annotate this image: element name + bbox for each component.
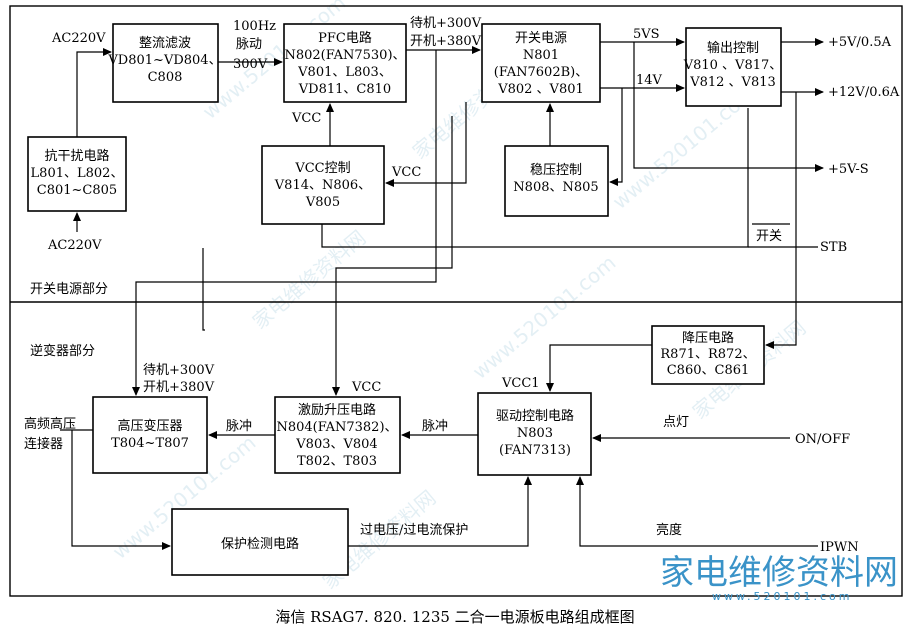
label-on-380v: 开机+380V — [410, 34, 482, 49]
label-100hz: 100Hz — [233, 19, 276, 34]
label-protect-signal: 过电压/过电流保护 — [360, 523, 468, 538]
label-stb: STB — [820, 240, 847, 255]
label-vcc-pfc: VCC — [291, 111, 321, 126]
label-on-off: ON/OFF — [795, 432, 850, 447]
label-standby-300v-b: 待机+300V — [143, 363, 215, 378]
label-14v: 14V — [636, 73, 663, 88]
signal-labels: AC220V AC220V 100Hz 脉动 300V 待机+300V 开机+3… — [24, 16, 900, 555]
label-pulse-top: 脉动 — [236, 37, 262, 52]
label-ipwn: IPWN — [820, 540, 859, 555]
label-hf-connector-2: 连接器 — [24, 436, 63, 452]
watermark-url: www.520101.com — [468, 250, 621, 383]
label-ac220v-top: AC220V — [51, 31, 106, 46]
outer-frame — [9, 5, 903, 597]
label-pulse-a: 脉冲 — [226, 419, 252, 434]
site-logo: 家电维修资料网 www.520101.com — [660, 553, 898, 603]
label-300v: 300V — [233, 57, 268, 72]
watermark-cn: 家电维修资料网 — [248, 225, 371, 333]
label-on-380v-b: 开机+380V — [143, 380, 215, 395]
label-out-5v-s: +5V-S — [828, 162, 869, 177]
logo-url: www.520101.com — [712, 590, 852, 603]
label-pulse-b: 脉冲 — [422, 419, 448, 434]
label-vcc-boost: VCC — [351, 380, 381, 395]
label-ignite: 点灯 — [663, 415, 689, 430]
label-brightness: 亮度 — [656, 522, 682, 538]
label-vcc-arrow: VCC — [391, 165, 421, 180]
label-ac220v-bottom: AC220V — [47, 238, 102, 253]
block-protect: 保护检测电路 — [171, 508, 349, 576]
label-standby-300v: 待机+300V — [410, 16, 482, 31]
label-switch: 开关 — [756, 229, 782, 244]
connections — [60, 38, 824, 550]
label-out-5v: +5V/0.5A — [828, 35, 892, 50]
label-out-12v: +12V/0.6A — [828, 85, 900, 100]
label-vcc1: VCC1 — [501, 376, 540, 391]
label-inverter-section: 逆变器部分 — [30, 343, 95, 359]
label-5vs: 5VS — [633, 27, 660, 42]
label-psu-section: 开关电源部分 — [30, 282, 108, 297]
logo-text: 家电维修资料网 — [660, 553, 898, 593]
svg-text:保护检测电路: 保护检测电路 — [221, 536, 299, 552]
figure-caption: 海信 RSAG7. 820. 1235 二合一电源板电路组成框图 — [275, 608, 634, 626]
label-hf-connector-1: 高频高压 — [24, 416, 76, 432]
